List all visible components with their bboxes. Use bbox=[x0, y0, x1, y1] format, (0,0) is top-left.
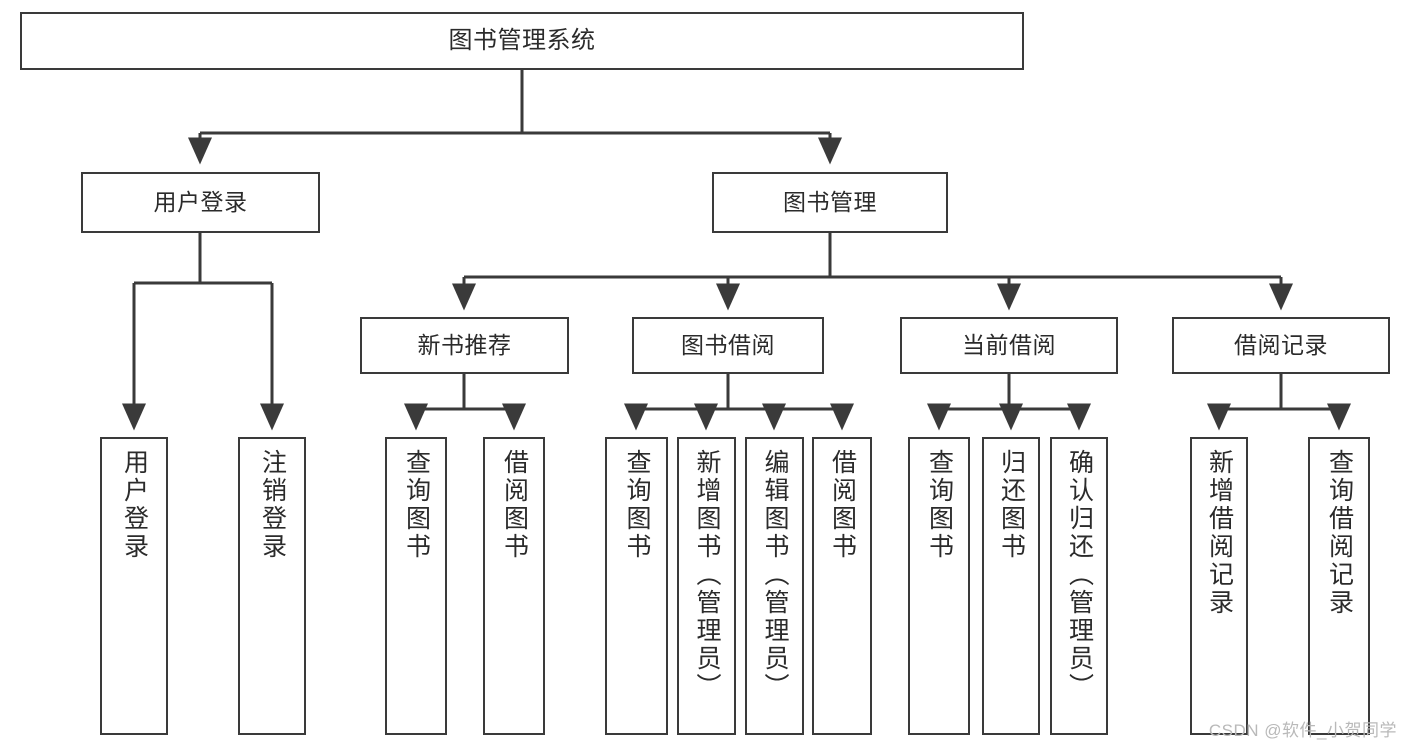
leaf-logout-label: 注销登录 bbox=[258, 449, 287, 561]
leaf-borrow-book-recommend-label: 借阅图书 bbox=[500, 449, 529, 561]
leaf-add-book-admin[interactable]: 新增图书（管理员） bbox=[677, 437, 736, 735]
leaf-query-book-recommend-label: 查询图书 bbox=[402, 449, 431, 561]
leaf-add-borrow-record-label: 新增借阅记录 bbox=[1205, 449, 1234, 617]
node-root-label: 图书管理系统 bbox=[448, 26, 596, 54]
leaf-add-book-admin-label: 新增图书（管理员） bbox=[693, 449, 721, 701]
node-current-borrow-label: 当前借阅 bbox=[962, 331, 1056, 358]
leaf-user-login[interactable]: 用户登录 bbox=[100, 437, 168, 735]
node-book-borrow-label: 图书借阅 bbox=[681, 331, 775, 358]
leaf-query-book-current[interactable]: 查询图书 bbox=[908, 437, 970, 735]
node-new-book-recommend-label: 新书推荐 bbox=[417, 331, 512, 358]
node-borrow-record[interactable]: 借阅记录 bbox=[1172, 317, 1390, 374]
leaf-borrow-book-recommend[interactable]: 借阅图书 bbox=[483, 437, 545, 735]
leaf-user-login-label: 用户登录 bbox=[120, 449, 149, 561]
leaf-logout[interactable]: 注销登录 bbox=[238, 437, 306, 735]
leaf-query-borrow-record[interactable]: 查询借阅记录 bbox=[1308, 437, 1370, 735]
leaf-edit-book-admin-label: 编辑图书（管理员） bbox=[761, 449, 789, 701]
node-user-login-label: 用户登录 bbox=[153, 188, 248, 215]
leaf-add-borrow-record[interactable]: 新增借阅记录 bbox=[1190, 437, 1248, 735]
node-book-management-label: 图书管理 bbox=[783, 188, 877, 215]
node-borrow-record-label: 借阅记录 bbox=[1234, 331, 1328, 358]
leaf-borrow-book[interactable]: 借阅图书 bbox=[812, 437, 872, 735]
leaf-confirm-return-admin-label: 确认归还（管理员） bbox=[1065, 449, 1094, 701]
leaf-query-book-recommend[interactable]: 查询图书 bbox=[385, 437, 447, 735]
leaf-query-book-current-label: 查询图书 bbox=[925, 449, 954, 561]
node-book-borrow[interactable]: 图书借阅 bbox=[632, 317, 824, 374]
leaf-return-book-label: 归还图书 bbox=[997, 449, 1026, 561]
node-user-login[interactable]: 用户登录 bbox=[81, 172, 320, 233]
leaf-confirm-return-admin[interactable]: 确认归还（管理员） bbox=[1050, 437, 1108, 735]
leaf-edit-book-admin[interactable]: 编辑图书（管理员） bbox=[745, 437, 804, 735]
node-new-book-recommend[interactable]: 新书推荐 bbox=[360, 317, 569, 374]
node-root[interactable]: 图书管理系统 bbox=[20, 12, 1024, 70]
node-current-borrow[interactable]: 当前借阅 bbox=[900, 317, 1118, 374]
leaf-query-book-borrow-label: 查询图书 bbox=[623, 449, 651, 561]
leaf-return-book[interactable]: 归还图书 bbox=[982, 437, 1040, 735]
node-book-management[interactable]: 图书管理 bbox=[712, 172, 948, 233]
leaf-query-book-borrow[interactable]: 查询图书 bbox=[605, 437, 668, 735]
leaf-borrow-book-label: 借阅图书 bbox=[828, 449, 857, 561]
watermark: CSDN @软件_小贺同学 bbox=[1208, 721, 1397, 740]
leaf-query-borrow-record-label: 查询借阅记录 bbox=[1325, 449, 1354, 617]
